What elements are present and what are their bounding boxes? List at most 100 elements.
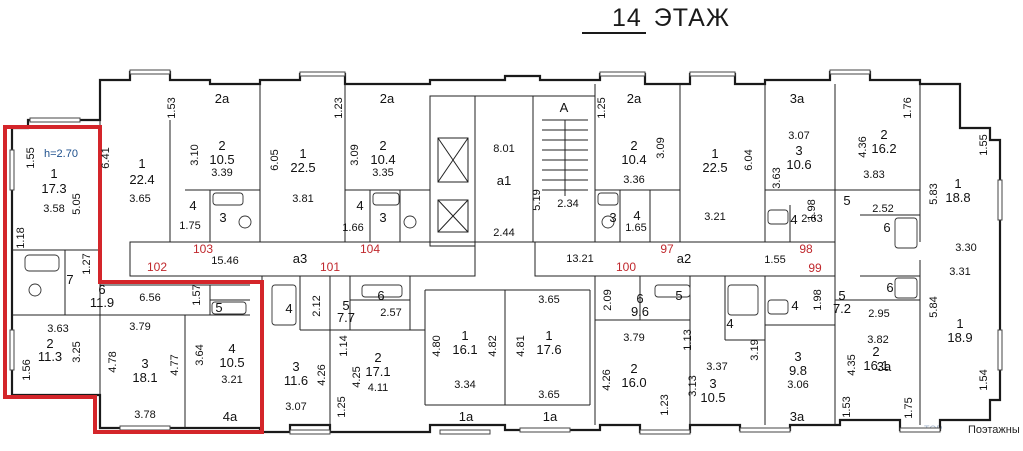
dimension: 3.37 [706,361,727,373]
dimension: 3.34 [454,379,475,391]
room-area: 10.4 [621,152,646,167]
dimension: 1.55 [764,254,785,266]
dimension: 1.27 [81,253,93,274]
room-label: 2 [630,361,637,376]
dimension: 6.56 [139,292,160,304]
dimension: 3.09 [349,144,361,165]
room-label: 4 [356,198,363,213]
walls-apt-98 [765,84,921,242]
dimension: 13.21 [566,253,594,265]
room-label: 4 [633,208,640,223]
room-area: 18.1 [132,370,157,385]
room-label: 3 [141,356,148,371]
room-area: 11.6 [284,373,308,388]
dimension: 3.65 [538,389,559,401]
apartment-number: 102 [147,260,167,274]
dimension: 3.64 [194,344,206,365]
room-label: 2 [46,336,53,351]
dimension: 2.09 [602,289,614,310]
room-label: 2a [215,91,230,106]
room-label: 3 [219,210,226,225]
dimension: 1.13 [682,329,694,350]
dimension: 3.65 [538,294,559,306]
dimension: 5.83 [928,183,940,204]
room-label: 2a [627,91,642,106]
dimension: 1.25 [336,396,348,417]
dimension: 3.07 [285,401,306,413]
dimension: 4.26 [601,369,613,390]
room-area: 22.5 [702,160,727,175]
room-label: 1a [543,409,558,424]
room-label: 1 [138,156,145,171]
room-label: 3 [794,349,801,364]
dimension: 2.95 [868,308,889,320]
room-label: 1a [459,409,474,424]
room-label: 2 [379,138,386,153]
stair-steps [542,119,588,196]
selected-apartment-highlight [3,125,264,434]
room-label: 3a [790,409,805,424]
lift-shaft-2 [437,199,469,233]
room-label: 3 [795,143,802,158]
walls-apt-104 [344,84,430,242]
lobby-a1 [474,95,534,243]
room-area: 10.5 [700,390,725,405]
corridor-a2 [534,241,836,277]
room-label: 4 [285,301,292,316]
room-area: 22.4 [129,172,154,187]
dimension: 3.13 [687,375,699,396]
room-label: 5 [215,300,222,315]
room-label: 1 [299,146,306,161]
room-label: 6 [886,280,893,295]
room-label: 5 [342,298,349,313]
room-area: 17.6 [536,342,561,357]
dimension: 1.55 [25,147,37,168]
dimension: 4.81 [515,335,527,356]
corridor-label: a2 [677,251,691,266]
dimension: 3.09 [655,137,667,158]
room-label: 3 [709,376,716,391]
dimension: 2.44 [493,227,514,239]
room-label: 2 [880,127,887,142]
dimension: 2.34 [557,198,578,210]
apartment-number: 97 [660,242,674,256]
dimension: 4.26 [316,364,328,385]
room-area: 10.5 [209,152,234,167]
dimension: 1.54 [978,369,990,390]
dimension: 1.98 [812,289,824,310]
room-label: 5 [843,193,850,208]
room-label: 2 [630,138,637,153]
dimension: 3.39 [211,167,232,179]
lift-shaft-1 [437,137,469,183]
dimension: 1.14 [338,335,350,356]
dimension: 1.18 [15,227,27,248]
dimension: 3.25 [71,341,83,362]
room-area: 16.1 [863,358,888,373]
floor-word: ЭТАЖ [653,4,730,32]
room-label: 4a [223,409,238,424]
footer-caption: Поэтажны [968,424,1020,436]
room-area: 18.9 [947,330,972,345]
bathroom-fixtures [24,192,918,326]
dimension: 1.23 [333,97,345,118]
dimension: 6.04 [743,149,755,170]
dimension: 4.25 [351,366,363,387]
windows [9,69,1003,435]
dimension: 4.11 [368,382,389,394]
dimension: 5.19 [531,189,543,210]
dimension: 6.05 [269,149,281,170]
room-label: 7 [66,272,73,287]
dimension: 2.63 [801,213,822,225]
dimension: 3.65 [129,193,150,205]
dimension: 3.63 [771,167,783,188]
dimension: 2.57 [380,307,401,319]
room-area: 22.5 [290,160,315,175]
lift-x-1 [437,137,469,183]
dimension: 4.82 [487,335,499,356]
dimension: 3.36 [623,174,644,186]
dimension: 1.53 [841,396,853,417]
dimension: 3.10 [189,144,201,165]
room-area: 16.1 [452,342,477,357]
room-label: 1 [954,176,961,191]
